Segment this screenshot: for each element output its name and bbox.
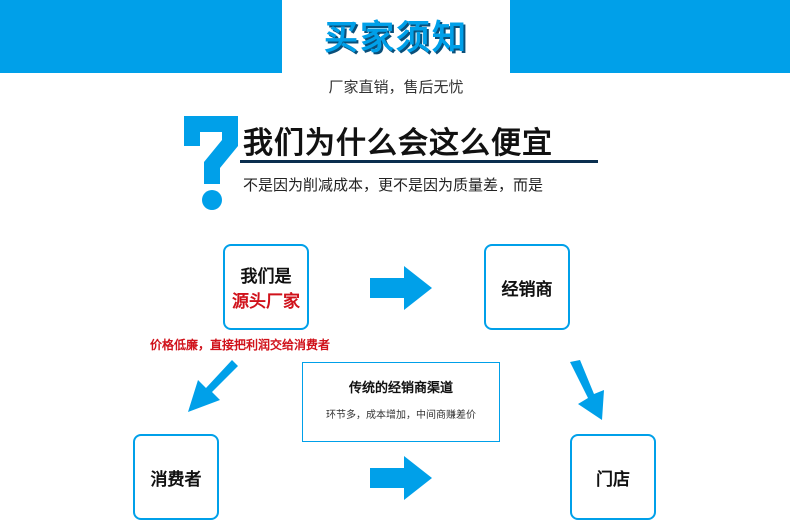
question-mark-icon: [184, 116, 238, 210]
consumer-box: 消费者: [133, 434, 219, 520]
traditional-channel-box: 传统的经销商渠道 环节多，成本增加，中间商赚差价: [302, 362, 500, 442]
page-title: 买家须知: [324, 18, 468, 58]
page-subtitle: 厂家直销，售后无忧: [328, 78, 464, 96]
headline: 我们为什么会这么便宜: [243, 126, 553, 161]
dealer-box: 经销商: [484, 244, 570, 330]
factory-box: 我们是 源头厂家: [223, 244, 309, 330]
header-bar-left: [0, 0, 282, 73]
arrow-down-right: [570, 360, 604, 420]
header-bar-right: [510, 0, 790, 73]
factory-line1: 我们是: [240, 267, 292, 287]
headline-divider: [240, 160, 598, 163]
consumer-label: 消费者: [150, 469, 202, 490]
headline-subtext: 不是因为削减成本，更不是因为质量差，而是: [243, 176, 544, 194]
arrow-right-top: [370, 266, 432, 310]
arrow-right-bottom: [370, 456, 432, 500]
arrow-down-left: [188, 360, 238, 412]
dealer-label: 经销商: [501, 279, 553, 300]
store-box: 门店: [570, 434, 656, 520]
store-label: 门店: [596, 469, 630, 490]
factory-line2: 源头厂家: [232, 292, 300, 312]
traditional-desc: 环节多，成本增加，中间商赚差价: [326, 410, 476, 421]
price-note: 价格低廉，直接把利润交给消费者: [150, 338, 331, 352]
traditional-title: 传统的经销商渠道: [348, 381, 453, 396]
